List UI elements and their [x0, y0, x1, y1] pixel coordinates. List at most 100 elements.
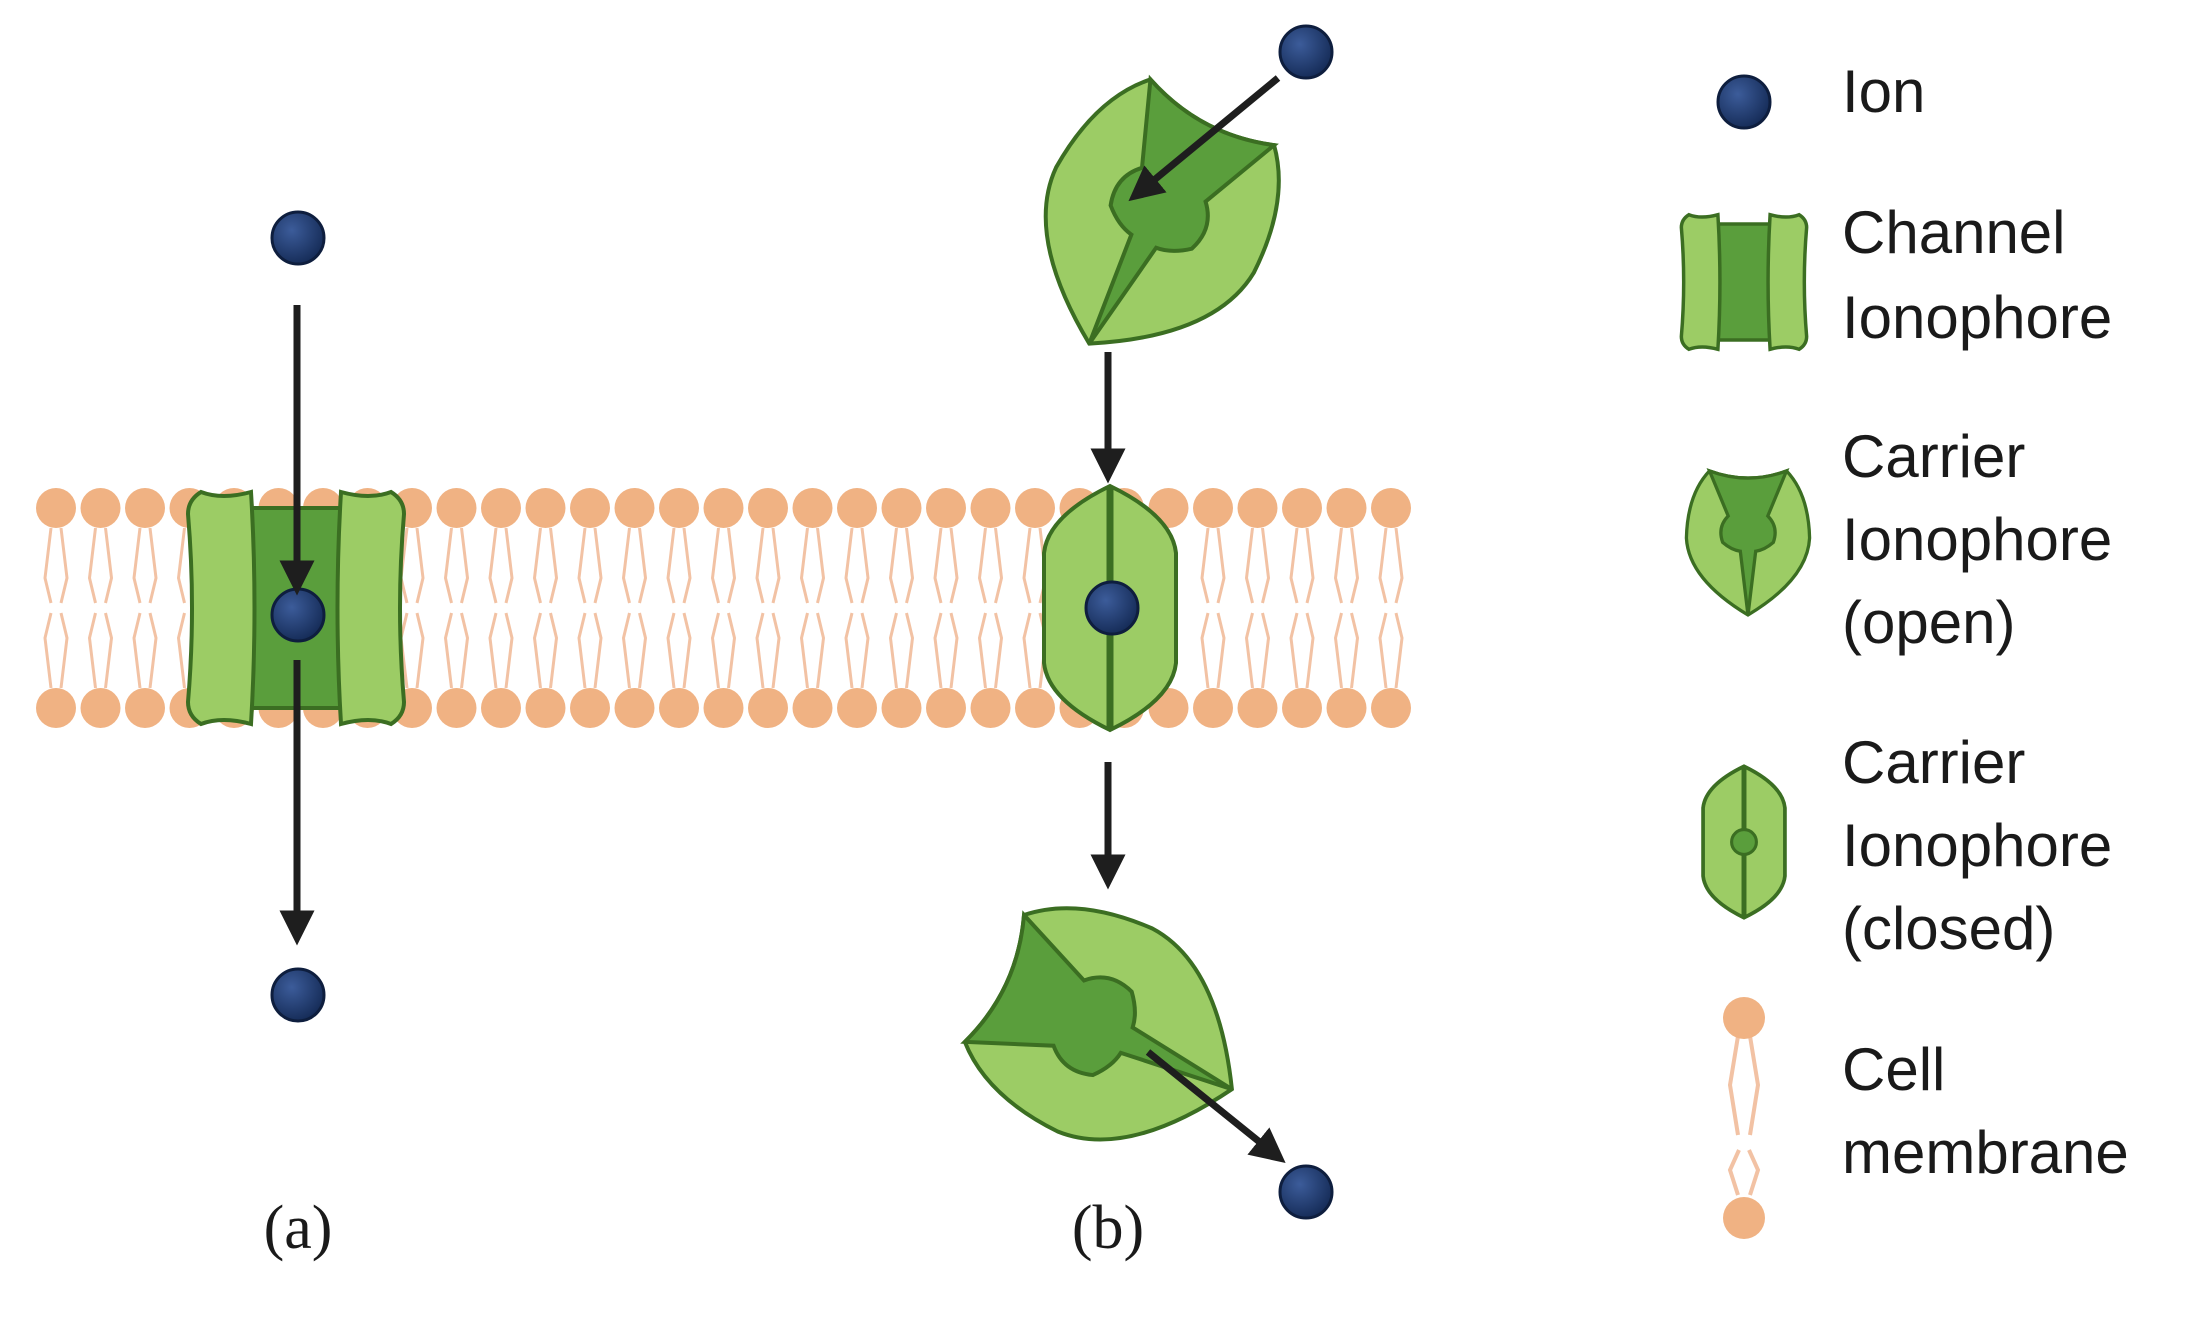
legend-carrier-open-line-1: Carrier [1842, 423, 2025, 490]
legend-carrier-closed-icon [1701, 764, 1787, 920]
lipid-head-outer [481, 488, 521, 528]
lipid-head-inner [792, 688, 833, 728]
cell-membrane [36, 488, 1411, 728]
lipid-tail-pair [532, 527, 559, 689]
lipid-head-outer [1371, 488, 1411, 528]
lipid-tail-pair [399, 527, 425, 689]
legend-channel-line-1: Channel [1842, 199, 2066, 266]
legend-carrier-open-icon [1684, 468, 1812, 617]
lipid-head-inner [80, 688, 121, 728]
lipid-tail-pair [844, 527, 870, 689]
ion-b-bottom [1278, 1164, 1334, 1220]
legend: Ion Channel Ionophore Carrier Ionophore … [1679, 58, 2129, 1239]
lipid-head-inner [926, 688, 966, 728]
lipid-head-outer [792, 488, 833, 528]
lipid-tail-pair [87, 527, 114, 689]
lipid-head-outer [1193, 488, 1233, 528]
lipid-head-outer [36, 488, 76, 528]
lipid-tail-pair [1378, 527, 1404, 689]
lipid-tail-pair [666, 527, 692, 689]
legend-membrane-line-2: membrane [1842, 1119, 2129, 1186]
lipid-head-inner [1282, 688, 1322, 728]
ion-a-bottom [270, 967, 326, 1023]
lipid-tail-pair [1244, 527, 1271, 689]
legend-channel-ionophore-label: Channel Ionophore [1842, 199, 2112, 351]
lipid-head-outer [1015, 488, 1055, 528]
lipid-tail-pair [43, 527, 69, 689]
lipid-tail-pair [888, 527, 915, 689]
lipid-tail-pair [755, 527, 781, 689]
lipid-head-inner [881, 688, 922, 728]
panel-label-b: (b) [1072, 1194, 1144, 1262]
lipid-tail-pair [1200, 527, 1226, 689]
panel-label-a: (a) [264, 1194, 333, 1262]
lipid-tail-pair [977, 527, 1004, 689]
lipid-head-outer [970, 488, 1011, 528]
lipid-tail-pair [799, 527, 826, 689]
legend-carrier-open-line-3: (open) [1842, 589, 2015, 656]
lipid-head-outer [525, 488, 566, 528]
lipid-head-outer [703, 488, 744, 528]
lipid-head-outer [614, 488, 655, 528]
lipid-head-inner [614, 688, 655, 728]
lipid-tail-pair [1289, 527, 1315, 689]
lipid-head-outer [837, 488, 877, 528]
lipid-tail-pair [577, 527, 603, 689]
legend-channel-ionophore-icon [1679, 212, 1809, 352]
lipid-head-inner [125, 688, 165, 728]
lipid-head-outer [125, 488, 165, 528]
ion-b-top [1278, 24, 1334, 80]
lipid-head-outer [881, 488, 922, 528]
legend-carrier-closed-line-2: Ionophore [1842, 812, 2112, 879]
panel-a-channel-ionophore [185, 210, 407, 1023]
legend-ion-icon [1716, 74, 1772, 130]
panel-b-carrier-ionophore [960, 24, 1334, 1220]
lipid-head-inner [1326, 688, 1367, 728]
lipid-head-inner [703, 688, 744, 728]
lipid-head-outer [926, 488, 966, 528]
legend-carrier-open-label: Carrier Ionophore (open) [1842, 423, 2129, 656]
lipid-head-inner [1237, 688, 1278, 728]
legend-carrier-open-line-2: Ionophore [1842, 506, 2112, 573]
legend-carrier-closed-line-3: (closed) [1842, 895, 2055, 962]
arrow-b-ion-into-carrier [1128, 75, 1281, 202]
channel-ionophore-shape [185, 489, 407, 727]
legend-cell-membrane-icon [1723, 997, 1765, 1239]
lipid-tail-pair [710, 527, 737, 689]
lipid-head-inner [659, 688, 699, 728]
lipid-tail-pair [1333, 527, 1360, 689]
lipid-head-inner [1015, 688, 1055, 728]
lipid-head-inner [1371, 688, 1411, 728]
legend-carrier-closed-line-1: Carrier [1842, 729, 2025, 796]
legend-channel-line-2: Ionophore [1842, 284, 2112, 351]
lipid-head-inner [36, 688, 76, 728]
arrow-b-ion-release [1145, 1049, 1286, 1163]
lipid-head-outer [748, 488, 788, 528]
lipid-head-outer [659, 488, 699, 528]
legend-ion-line-1: Ion [1842, 58, 1925, 125]
lipid-head-outer [1326, 488, 1367, 528]
lipid-head-inner [970, 688, 1011, 728]
carrier-ionophore-open-top [1043, 74, 1281, 346]
lipid-tail-pair [132, 527, 158, 689]
lipid-head-inner [436, 688, 477, 728]
lipid-head-outer [436, 488, 477, 528]
ion-a-top [270, 210, 326, 266]
ion-b-in-carrier [1084, 580, 1140, 636]
lipid-head-outer [570, 488, 610, 528]
lipid-head-outer [80, 488, 121, 528]
lipid-tail-pair [621, 527, 648, 689]
lipid-tail-pair [488, 527, 514, 689]
lipid-head-inner [525, 688, 566, 728]
lipid-head-outer [1237, 488, 1278, 528]
lipid-tail-pair [933, 527, 959, 689]
legend-ion-label: Ion [1842, 58, 1925, 125]
legend-carrier-closed-label: Carrier Ionophore (closed) [1842, 729, 2129, 962]
lipid-tail-pair [443, 527, 470, 689]
ion-a-in-channel [270, 587, 326, 643]
membrane-lipid-heads [36, 488, 1411, 728]
legend-membrane-line-1: Cell [1842, 1036, 1945, 1103]
lipid-head-outer [1282, 488, 1322, 528]
